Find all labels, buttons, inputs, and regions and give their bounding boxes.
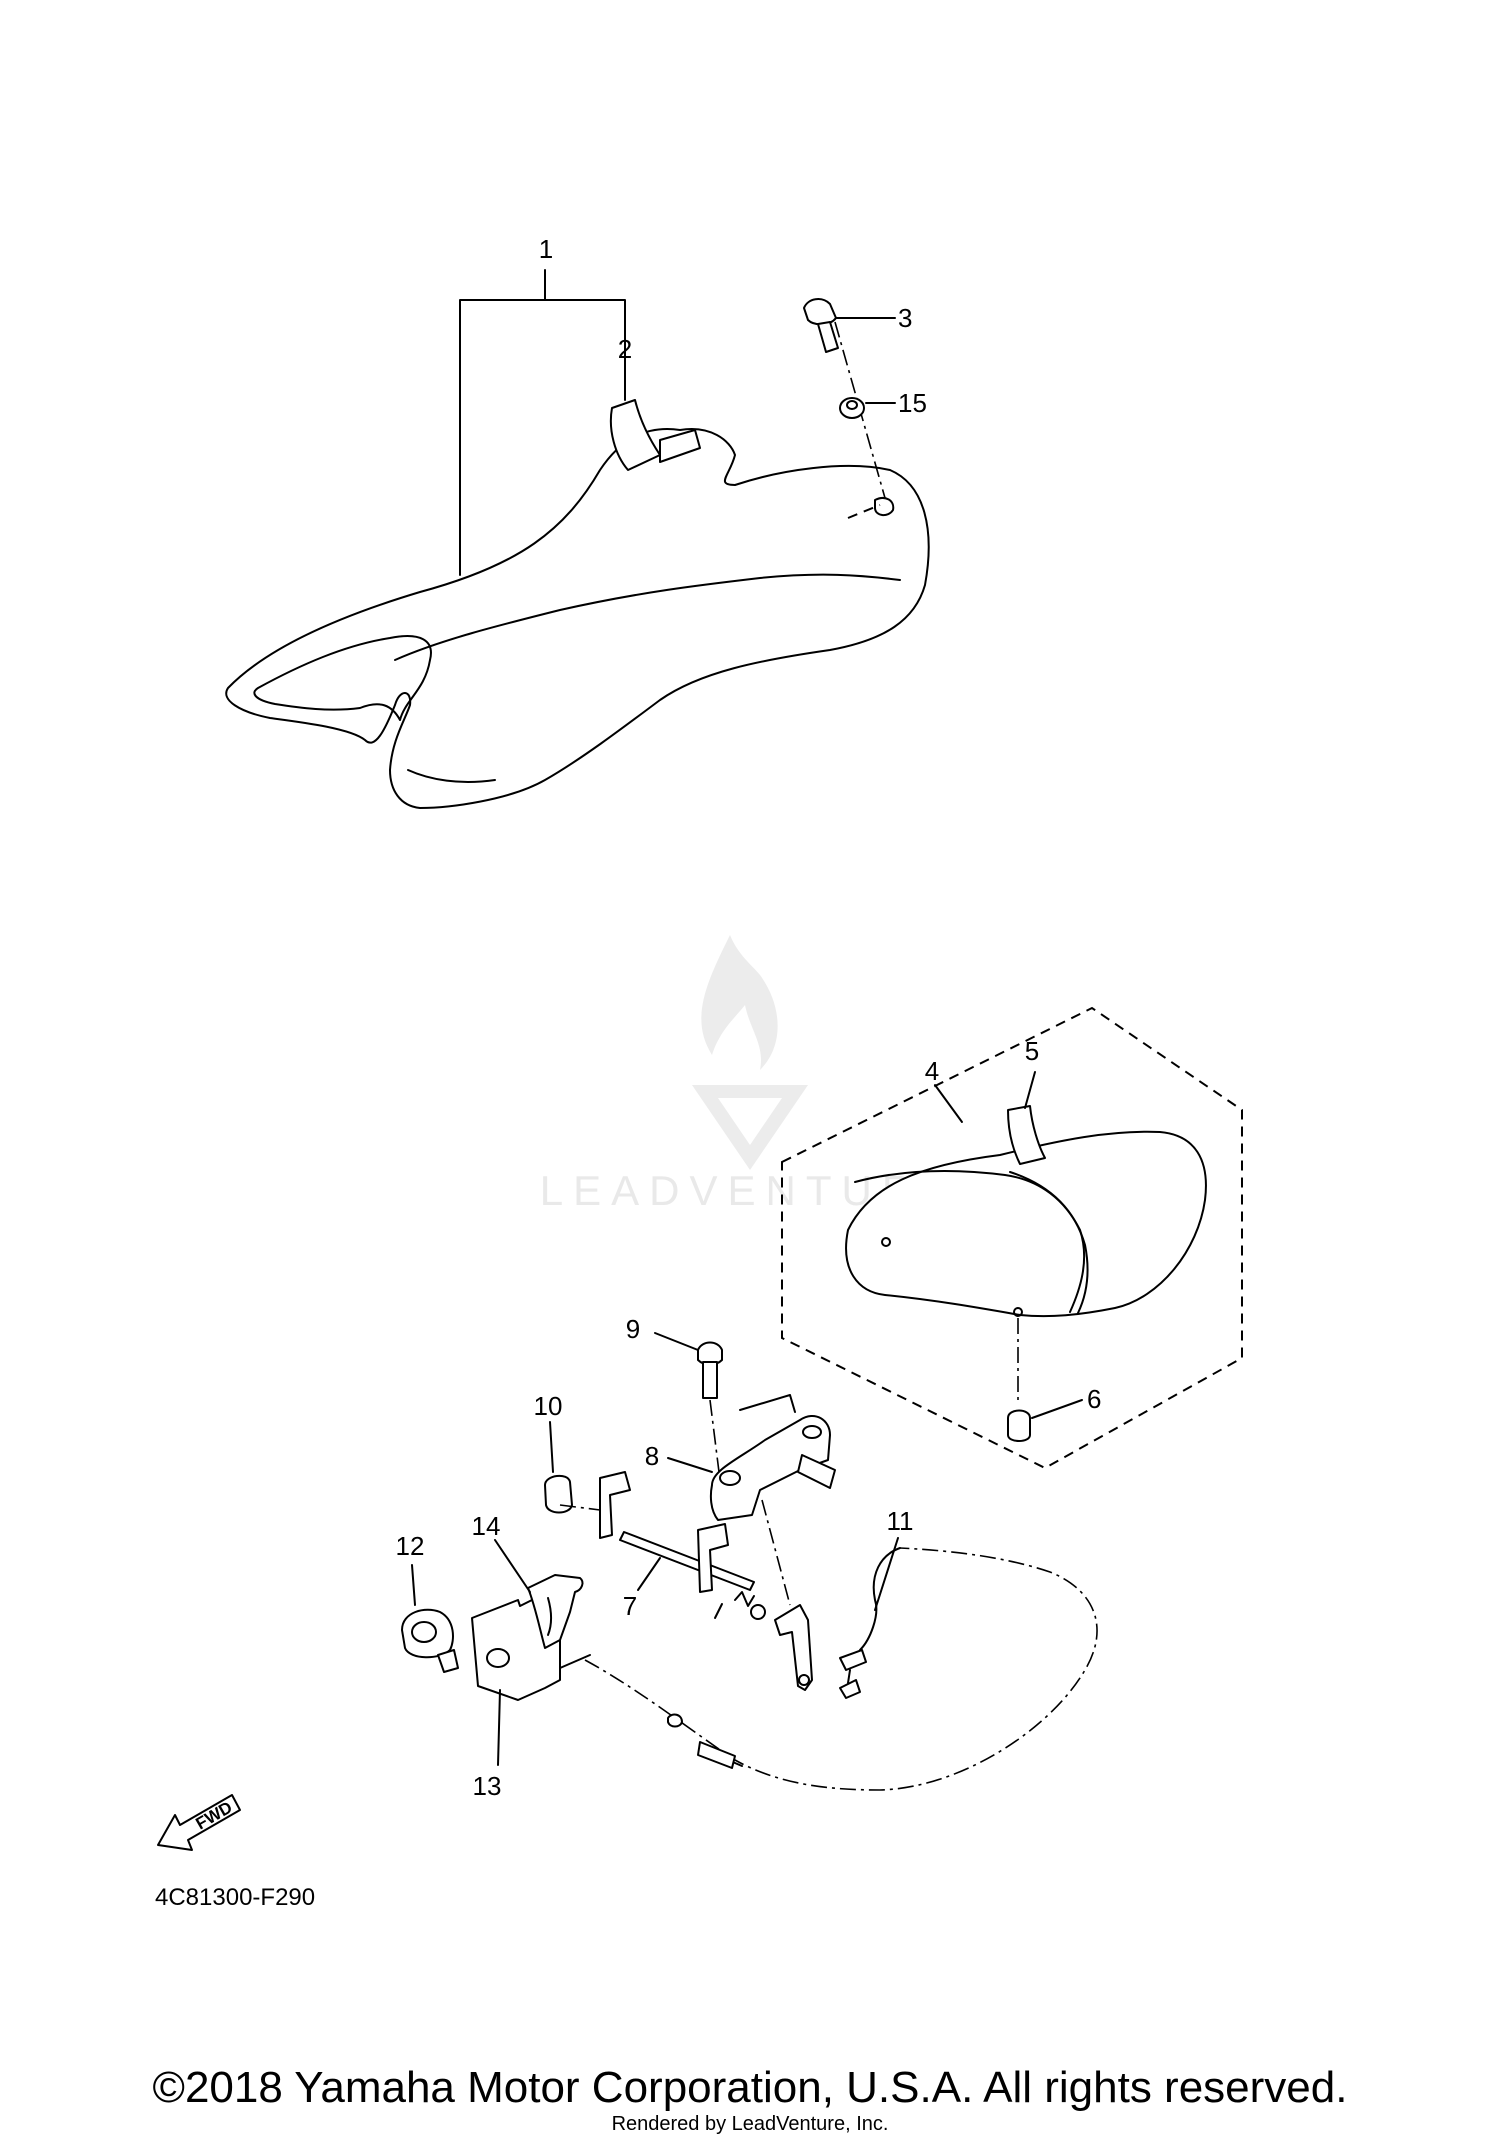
- passenger-seat-outline: [845, 1130, 1207, 1318]
- leader-8: [667, 1457, 713, 1473]
- bolt-9-axis: [709, 1399, 721, 1481]
- callout-11: 11: [887, 1506, 914, 1536]
- passenger-seat-inner-edge: [1009, 1171, 1089, 1314]
- holder-14: [527, 1574, 584, 1649]
- bolt-3: [803, 298, 839, 353]
- callout-labels: 1 2 3 4 5 6 7 8 9 10 11 12 13 14 15: [396, 234, 1102, 1801]
- leader-1: [459, 269, 626, 576]
- rider-seat-assembly: [225, 321, 930, 809]
- leader-11: [874, 1537, 899, 1611]
- lock-cylinder-12-tail: [437, 1649, 459, 1673]
- bolt-3-shank: [817, 321, 839, 353]
- passenger-seat-kit-boundary: [781, 1006, 1243, 1470]
- fwd-arrow: FWD: [157, 1794, 241, 1851]
- cable-11-end-lower: [839, 1679, 861, 1699]
- callout-3: 3: [898, 303, 912, 333]
- fwd-arrow-icon: [157, 1794, 241, 1851]
- callout-15: 15: [898, 388, 927, 418]
- callout-1: 1: [539, 234, 553, 264]
- leader-4: [934, 1084, 963, 1123]
- bracket-8-guide-line: [739, 1394, 796, 1413]
- seat-bolt-hole-dash: [847, 504, 881, 519]
- callout-9: 9: [626, 1314, 640, 1344]
- drawing-code: 4C81300-F290: [155, 1884, 315, 1911]
- bracket-8: [709, 1415, 831, 1521]
- collar-15: [839, 397, 865, 419]
- leadventure-watermark: LEADVENTURE: [540, 935, 950, 1214]
- bolt-3-head: [803, 298, 837, 326]
- v-watermark-icon: [692, 1085, 808, 1170]
- leader-10: [549, 1421, 554, 1473]
- rendered-by-notice: Rendered by LeadVenture, Inc.: [612, 2113, 889, 2135]
- lock-cylinder-12: [401, 1608, 454, 1659]
- rod-7-washer: [750, 1604, 766, 1620]
- callout-14: 14: [472, 1511, 501, 1541]
- lock-bracket-13: [471, 1599, 561, 1701]
- leader-5: [1024, 1071, 1036, 1109]
- cable-11-ball: [667, 1713, 683, 1728]
- rod-7: [619, 1531, 755, 1591]
- rod-7-plate-left: [599, 1471, 631, 1539]
- leader-13: [497, 1689, 501, 1766]
- hook-arm-pivot: [798, 1674, 810, 1686]
- callout-2: 2: [618, 334, 632, 364]
- cable-11-link: [847, 1669, 851, 1684]
- callout-10: 10: [534, 1391, 563, 1421]
- rider-seat-outline: [225, 428, 930, 809]
- leader-12: [411, 1564, 416, 1606]
- bracket-8-tab: [797, 1454, 836, 1489]
- leader-9: [654, 1332, 699, 1351]
- callout-7: 7: [623, 1591, 637, 1621]
- collar-15-hole: [846, 400, 858, 410]
- cable-11-fitting: [697, 1741, 736, 1769]
- callout-13: 13: [473, 1771, 502, 1801]
- seat-strap-2-tail: [659, 429, 701, 463]
- holder-14-slot: [547, 1597, 552, 1636]
- fwd-label: FWD: [193, 1798, 236, 1834]
- callout-12: 12: [396, 1531, 425, 1561]
- rider-seat-edge-line: [394, 573, 901, 661]
- passenger-seat-hole-rear: [1013, 1307, 1023, 1317]
- leader-14: [494, 1539, 531, 1593]
- passenger-seat-assembly: [781, 1006, 1243, 1470]
- leader-6: [1031, 1399, 1083, 1419]
- bolt-9-shank: [702, 1361, 718, 1399]
- seat-strap-5: [1007, 1105, 1046, 1165]
- callout-4: 4: [925, 1056, 939, 1086]
- seat-lock-mechanism: [401, 1332, 1098, 1791]
- cable-11-loop: [584, 1547, 1098, 1791]
- cap-6: [1007, 1409, 1031, 1442]
- seat-bolt-hole: [874, 497, 895, 516]
- rod-7-guide-left: [559, 1504, 601, 1511]
- callout-leaders-top: [459, 269, 896, 576]
- passenger-seat-hole-front: [881, 1237, 891, 1247]
- rod-7-spring: [734, 1591, 755, 1607]
- leader-7: [637, 1557, 661, 1591]
- rod-7-plate-right: [697, 1523, 729, 1593]
- callout-6: 6: [1087, 1384, 1101, 1414]
- rider-seat-front-edge: [407, 769, 496, 783]
- flame-watermark-icon: [701, 935, 778, 1070]
- lock-bracket-13-hole: [486, 1648, 510, 1668]
- collar-10: [544, 1474, 573, 1514]
- hook-arm: [774, 1604, 813, 1691]
- callout-5: 5: [1025, 1036, 1039, 1066]
- bracket-8-hole-right: [802, 1425, 822, 1439]
- lock-cylinder-12-face: [411, 1621, 437, 1643]
- cable-bracket-link: [559, 1654, 591, 1669]
- callout-8: 8: [645, 1441, 659, 1471]
- seat-strap-2: [609, 399, 661, 471]
- cable-11-end-upper: [839, 1649, 867, 1671]
- rider-seat-inner-rim: [253, 635, 432, 721]
- copyright-notice: ©2018 Yamaha Motor Corporation, U.S.A. A…: [153, 2063, 1348, 2112]
- bracket-8-hole-left: [719, 1470, 741, 1486]
- rod-7-guide-right: [761, 1499, 791, 1606]
- rod-7-slash: [714, 1603, 723, 1619]
